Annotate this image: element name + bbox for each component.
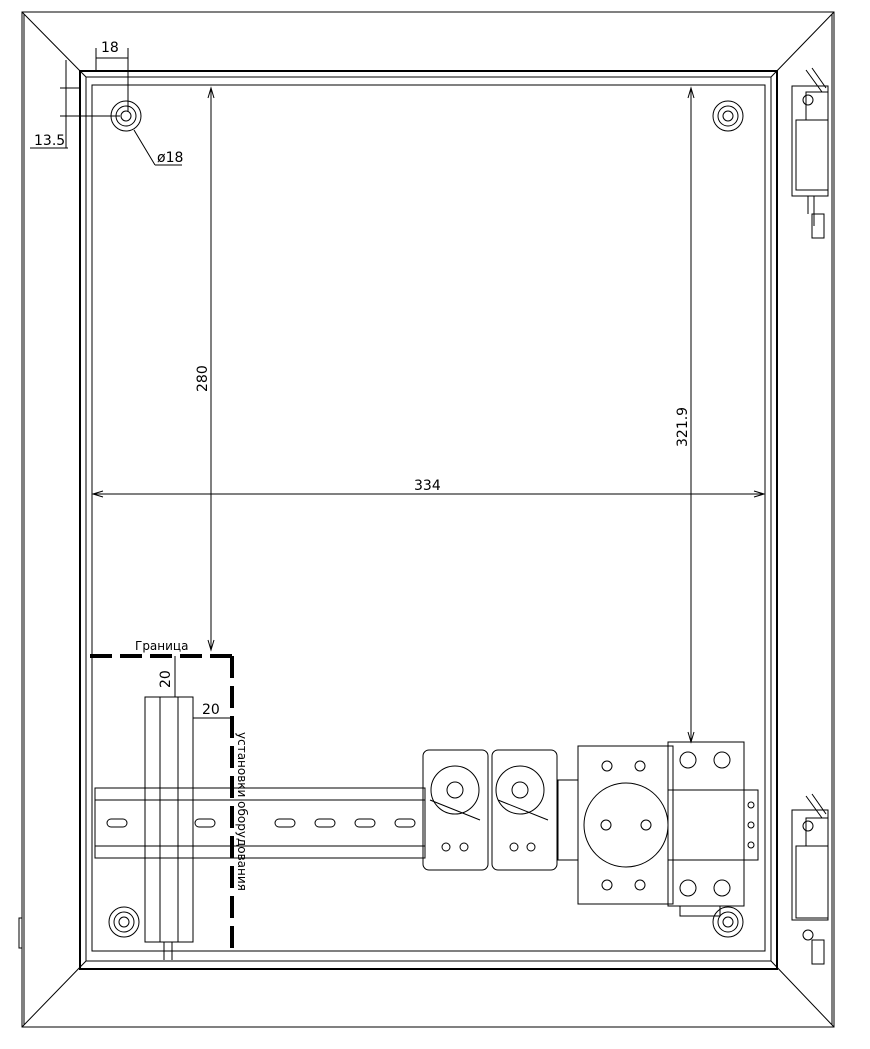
door-frame bbox=[79, 70, 778, 970]
corner-line-bl bbox=[21, 960, 87, 1028]
mounting-boss-bl bbox=[108, 906, 140, 938]
din-rail bbox=[94, 787, 426, 859]
thermostat-2 bbox=[491, 749, 558, 871]
thermostat-1 bbox=[422, 749, 489, 871]
label-vertical-280: 280 bbox=[195, 365, 211, 392]
heater bbox=[144, 696, 194, 960]
mounting-boss-tr bbox=[712, 100, 744, 132]
outer-frame bbox=[21, 11, 835, 1028]
circuit-breaker bbox=[667, 741, 759, 917]
equipment-boundary bbox=[90, 654, 234, 955]
dim-line-334 bbox=[91, 490, 766, 498]
label-mount-offset-x: 18 bbox=[101, 40, 119, 56]
label-equipment-boundary: установки оборудования bbox=[235, 732, 249, 891]
label-boundary: Граница bbox=[135, 639, 188, 653]
label-mount-offset-y: 13.5 bbox=[34, 133, 65, 149]
label-vertical-321-9: 321.9 bbox=[675, 407, 691, 447]
hinge-bottom bbox=[791, 793, 829, 965]
power-socket bbox=[557, 745, 674, 905]
corner-line-tr bbox=[770, 11, 835, 78]
label-width-334: 334 bbox=[414, 478, 441, 494]
dim-line-321-9 bbox=[687, 86, 695, 744]
hinge-top bbox=[791, 67, 829, 239]
dim-line-13-5 bbox=[30, 60, 120, 149]
dim-line-280 bbox=[207, 86, 215, 652]
label-margin-side: 20 bbox=[202, 702, 220, 718]
label-margin-top: 20 bbox=[158, 670, 174, 688]
corner-line-tl bbox=[21, 11, 87, 78]
mounting-boss-br bbox=[712, 906, 744, 938]
corner-line-br bbox=[770, 960, 835, 1028]
leader-diameter bbox=[133, 129, 182, 166]
label-hole-diameter: ø18 bbox=[157, 150, 183, 166]
mounting-plate bbox=[91, 84, 766, 952]
dim-line-18 bbox=[95, 48, 129, 112]
